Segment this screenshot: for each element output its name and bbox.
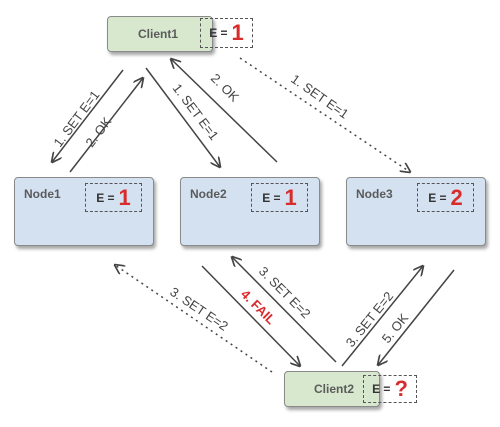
client2-value-key: E = [372,382,391,396]
arrow-c2-n2-set [232,257,337,363]
node2-value: 1 [284,184,297,210]
arrow-c2-n2-fail [201,265,300,366]
client1-value-box: E = 1 [200,18,253,48]
arrow-c1-n2-ok [171,59,278,163]
client2-value: ? [394,376,408,401]
arrow-c1-n2-set [145,67,220,167]
arrow-c2-n3-ok [378,269,455,365]
arrow-c1-n1-ok [69,78,143,173]
node2-value-key: E = [262,190,281,205]
node3-box: Node3 E = 2 [346,177,486,246]
client1-value-key: E = [209,26,228,40]
label-c1-n3-set: 1. SET E=1 [288,71,351,121]
node3-value-key: E = [428,190,447,205]
node2-value-box: E = 1 [251,183,308,212]
node1-value-key: E = [96,190,115,205]
arrow-c2-n1-set [115,265,273,373]
client2-value-box: E = ? [363,375,417,403]
client2-label: Client2 [314,382,355,396]
label-c1-n1-ok: 2. OK [82,114,114,150]
arrow-c2-n3-set [341,266,423,367]
node3-value-box: E = 2 [417,183,474,212]
label-c2-n1-set: 3. SET E=2 [167,284,231,334]
client1-box: Client1 [107,16,213,52]
node1-value-box: E = 1 [85,183,142,212]
node1-label: Node1 [24,187,61,201]
label-c2-n2-fail: 4. FAIL [238,287,279,328]
node3-value: 2 [450,184,463,210]
node1-box: Node1 E = 1 [14,177,154,246]
client1-value: 1 [231,20,244,45]
node1-value: 1 [118,184,131,210]
arrow-c1-n3-set [239,57,410,172]
node2-label: Node2 [190,187,227,201]
client1-label: Client1 [138,27,179,41]
client2-box: Client2 [284,371,380,407]
arrow-c1-n1-set [52,69,124,162]
node2-box: Node2 E = 1 [180,177,320,246]
node3-label: Node3 [356,187,393,201]
